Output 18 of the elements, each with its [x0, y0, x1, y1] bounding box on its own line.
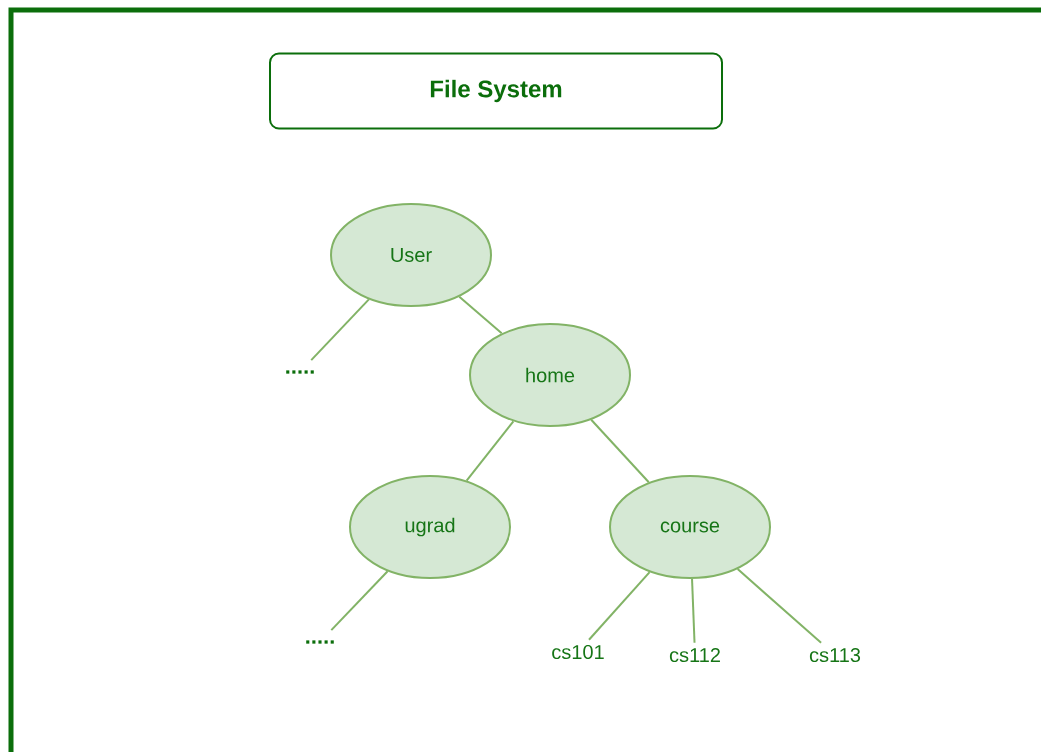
connector-line — [691, 578, 696, 644]
connector-line — [458, 295, 503, 335]
connector-line — [330, 570, 389, 632]
ellipsis-text: ..... — [306, 640, 334, 644]
ellipsis-text: ..... — [286, 370, 314, 374]
file-label: cs112 — [669, 647, 720, 663]
file-label: cs101 — [552, 644, 604, 660]
connector-line — [465, 420, 515, 482]
folder-node: ugrad — [349, 475, 511, 579]
connector-line — [590, 418, 650, 484]
folder-node: home — [469, 323, 631, 427]
folder-node: course — [609, 475, 771, 579]
connector-line — [588, 571, 651, 641]
connector-line — [310, 298, 370, 362]
file-label: cs113 — [809, 647, 861, 663]
connector-line — [736, 568, 823, 644]
title-box: File System — [269, 52, 723, 130]
folder-node: User — [330, 203, 492, 307]
